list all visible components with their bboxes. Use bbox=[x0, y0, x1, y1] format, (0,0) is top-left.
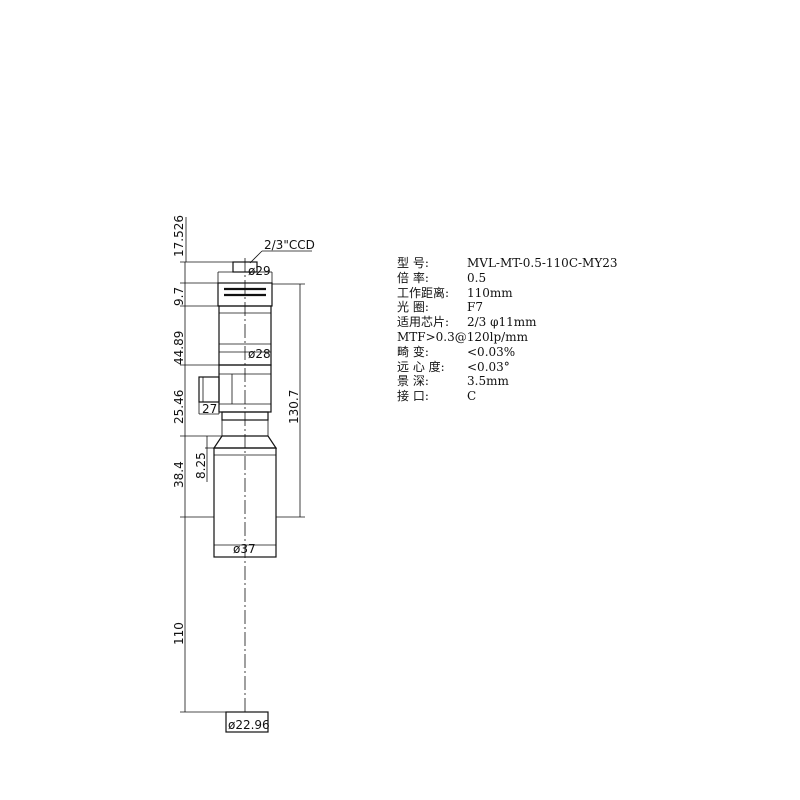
spec-row: 型 号: MVL-MT-0.5-110C-MY23 bbox=[397, 256, 618, 271]
dim-d2296-text: ø22.96 bbox=[228, 718, 270, 732]
dim-h97-text: 9.7 bbox=[172, 287, 186, 306]
dim-d29-text: ø29 bbox=[248, 264, 271, 278]
spec-value: <0.03% bbox=[467, 344, 516, 359]
dim-h1307-text: 130.7 bbox=[287, 390, 301, 424]
spec-key: 适用芯片: bbox=[397, 315, 450, 330]
spec-row: 倍 率: 0.5 bbox=[397, 271, 618, 286]
lower-barrel: ø37 bbox=[213, 447, 277, 558]
spec-value: F7 bbox=[467, 300, 483, 315]
dim-side27-text: 27 bbox=[202, 402, 217, 416]
spec-value: 0.5 bbox=[467, 270, 487, 285]
spec-key: 型 号: bbox=[397, 256, 429, 270]
working-plane: ø22.96 bbox=[225, 711, 270, 733]
spec-row: 远 心 度: <0.03° bbox=[397, 360, 618, 375]
spec-key: 光 圈: bbox=[397, 300, 429, 315]
dim-h110-text: 110 bbox=[172, 622, 186, 645]
coaxial-block: 27 bbox=[198, 364, 272, 416]
spec-value: 110mm bbox=[467, 285, 513, 300]
spec-table: 型 号: MVL-MT-0.5-110C-MY23 倍 率: 0.5 工作距离: 110m… bbox=[397, 256, 618, 404]
spec-value: <0.03° bbox=[467, 359, 510, 374]
spec-key: 工作距离: bbox=[397, 285, 450, 300]
spec-row: 畸 变: <0.03% bbox=[397, 345, 618, 360]
spec-row: 接 口: C bbox=[397, 389, 618, 404]
spec-row: 工作距离: 110mm bbox=[397, 286, 618, 301]
left-dimension-chain: 17.526 9.7 44.89 25.46 8.25 38.4 110 bbox=[172, 215, 233, 713]
sensor-label: 2/3"CCD bbox=[264, 238, 315, 252]
dim-d28-text: ø28 bbox=[248, 347, 271, 361]
dim-h2546-text: 25.46 bbox=[172, 390, 186, 424]
spec-key: 远 心 度: bbox=[397, 359, 445, 374]
dim-d29: ø29 bbox=[217, 264, 273, 283]
spec-row: 光 圈: F7 bbox=[397, 300, 618, 315]
spec-value: MVL-MT-0.5-110C-MY23 bbox=[467, 256, 618, 270]
spec-value: 3.5mm bbox=[467, 374, 509, 389]
spec-key: 接 口: bbox=[397, 389, 429, 404]
dim-h825-text: 8.25 bbox=[194, 452, 208, 479]
dim-h384-text: 38.4 bbox=[172, 461, 186, 488]
spec-value: C bbox=[467, 389, 477, 404]
upper-barrel: ø28 bbox=[218, 305, 272, 366]
spec-value: 2/3 φ11mm bbox=[467, 315, 537, 330]
spec-key: 倍 率: bbox=[397, 270, 429, 285]
spec-key: 景 深: bbox=[397, 374, 429, 389]
spec-row: MTF>0.3@120lp/mm bbox=[397, 330, 618, 345]
dim-h4489-text: 44.89 bbox=[172, 331, 186, 365]
spec-key: 畸 变: bbox=[397, 344, 429, 359]
right-dimension: 130.7 bbox=[272, 283, 305, 518]
sensor-callout: 2/3"CCD bbox=[249, 238, 315, 264]
spec-row: 景 深: 3.5mm bbox=[397, 374, 618, 389]
spec-key: MTF>0.3@120lp/mm bbox=[397, 329, 528, 344]
dim-h17526-text: 17.526 bbox=[172, 215, 186, 257]
spec-row: 适用芯片: 2/3 φ11mm bbox=[397, 315, 618, 330]
dim-d37-text: ø37 bbox=[233, 542, 256, 556]
